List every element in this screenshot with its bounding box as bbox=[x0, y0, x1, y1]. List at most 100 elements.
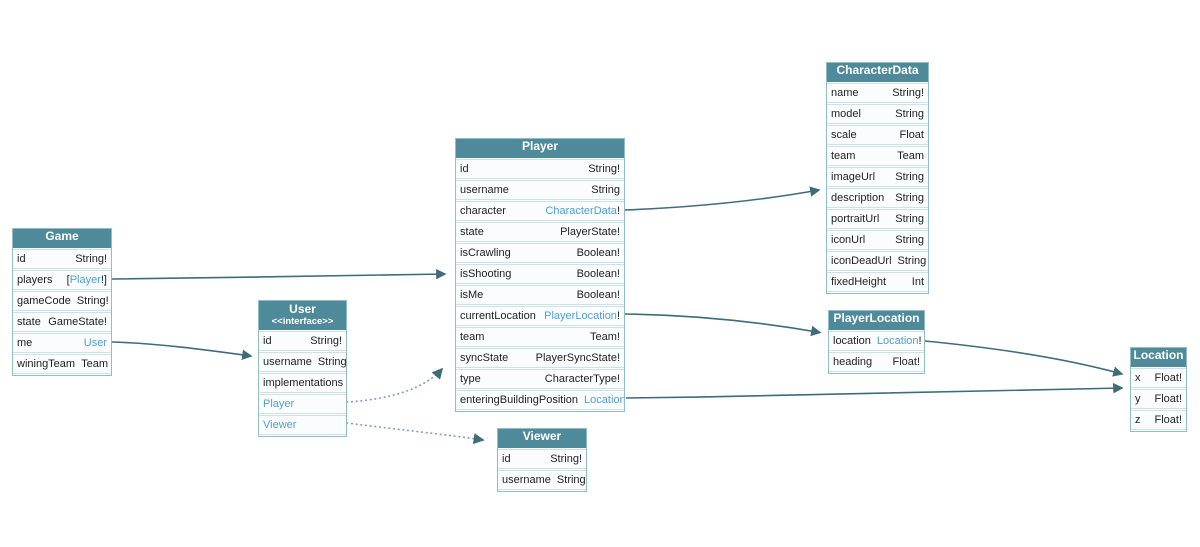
field-name: location bbox=[833, 335, 871, 347]
field-name: enteringBuildingPosition bbox=[460, 394, 579, 406]
field-type: [Player!] bbox=[67, 274, 107, 286]
field-type: Location! bbox=[877, 335, 922, 347]
field-name: iconDeadUrl bbox=[831, 255, 892, 267]
field-type: String! bbox=[588, 163, 620, 175]
field-row-iconDeadUrl[interactable]: iconDeadUrl String bbox=[827, 251, 928, 271]
field-type: Float! bbox=[892, 356, 920, 368]
impl-link-row-Player[interactable]: Player bbox=[259, 394, 346, 414]
field-name: state bbox=[460, 226, 484, 238]
field-type: Int bbox=[911, 276, 924, 288]
edge-game-me-to-user bbox=[111, 341, 253, 360]
field-name: me bbox=[17, 337, 33, 349]
field-name: username bbox=[460, 184, 509, 196]
field-row-enteringBuildingPosition[interactable]: enteringBuildingPosition Location bbox=[456, 390, 624, 410]
field-row-iconUrl[interactable]: iconUrl String bbox=[827, 230, 928, 250]
type-link-CharacterData[interactable]: CharacterData bbox=[545, 205, 617, 217]
field-type: Float bbox=[899, 129, 924, 141]
field-name: id bbox=[263, 335, 272, 347]
type-link-Player[interactable]: Player bbox=[263, 398, 295, 410]
type-suffix: !] bbox=[100, 274, 107, 286]
field-row-players[interactable]: players [Player!] bbox=[13, 270, 111, 290]
field-name: iconUrl bbox=[831, 234, 866, 246]
field-type: GameState! bbox=[48, 316, 107, 328]
field-type: Float! bbox=[1154, 372, 1182, 384]
type-link-Player[interactable]: Player bbox=[69, 274, 101, 286]
field-row-scale[interactable]: scale Float bbox=[827, 125, 928, 145]
field-name: name bbox=[831, 87, 859, 99]
edge-player-currentlocation-to-playerlocation bbox=[624, 313, 822, 337]
field-name: scale bbox=[831, 129, 857, 141]
entity-title: Viewer bbox=[522, 429, 562, 443]
field-type: Team bbox=[897, 150, 924, 162]
type-suffix: ! bbox=[616, 310, 620, 322]
field-name: id bbox=[17, 253, 26, 265]
field-name: id bbox=[502, 453, 511, 465]
field-row-me[interactable]: me User bbox=[13, 333, 111, 353]
field-type: String bbox=[897, 255, 927, 267]
field-row-id[interactable]: id String! bbox=[259, 331, 346, 351]
field-name: isMe bbox=[460, 289, 484, 301]
field-row-x[interactable]: x Float! bbox=[1131, 368, 1186, 388]
entity-title: Player bbox=[521, 139, 559, 153]
field-name: username bbox=[502, 474, 551, 486]
type-link-Location[interactable]: Location bbox=[584, 394, 624, 406]
impl-link-row-Viewer[interactable]: Viewer bbox=[259, 415, 346, 435]
type-prefix: [ bbox=[66, 274, 70, 286]
field-type: String bbox=[895, 234, 924, 246]
edge-playerlocation-location-to-location bbox=[924, 340, 1124, 377]
field-name: username bbox=[263, 356, 312, 368]
type-link-User[interactable]: User bbox=[83, 337, 107, 349]
field-type: String! bbox=[310, 335, 342, 347]
type-link-Viewer[interactable]: Viewer bbox=[263, 419, 297, 431]
field-name: imageUrl bbox=[831, 171, 876, 183]
field-type: String bbox=[895, 192, 924, 204]
field-row-location[interactable]: location Location! bbox=[829, 331, 924, 351]
type-link-Location[interactable]: Location bbox=[876, 335, 919, 347]
field-name: x bbox=[1135, 372, 1141, 384]
section-label-text: implementations bbox=[263, 377, 344, 389]
field-type: CharacterType! bbox=[544, 373, 620, 385]
field-name: players bbox=[17, 274, 53, 286]
type-link-PlayerLocation[interactable]: PlayerLocation bbox=[544, 310, 617, 322]
